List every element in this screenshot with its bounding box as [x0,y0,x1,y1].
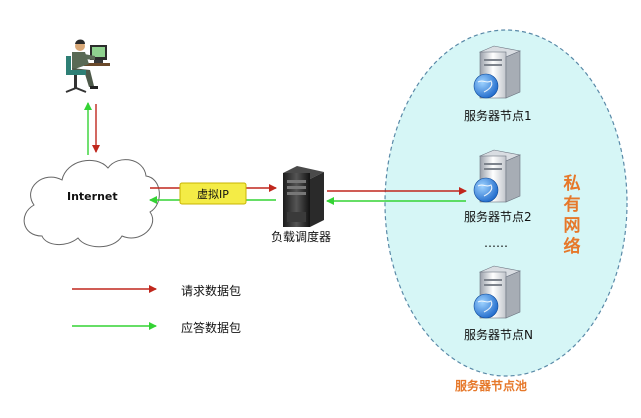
server-pool-ellipse [384,29,628,377]
server-icon-n [473,265,522,319]
private-network-label: 私有网络 [563,174,581,257]
server-label-1: 服务器节点1 [464,109,532,123]
legend-response-label: 应答数据包 [181,321,242,335]
server-label-2: 服务器节点2 [464,210,532,224]
balancer-label: 负载调度器 [271,230,332,244]
server-ellipsis: …… [484,236,508,250]
load-balancer-icon [283,166,324,227]
user-computer-icon [65,39,110,93]
internet-cloud [23,159,160,248]
server-pool-title: 服务器节点池 [455,379,528,393]
internet-label: Internet [67,190,118,203]
server-icon-2 [473,149,522,203]
vip-box [179,182,247,205]
legend-request-label: 请求数据包 [181,284,242,298]
server-label-n: 服务器节点N [464,328,533,342]
vip-label: 虚拟IP [197,188,229,201]
server-icon-1 [473,45,522,99]
